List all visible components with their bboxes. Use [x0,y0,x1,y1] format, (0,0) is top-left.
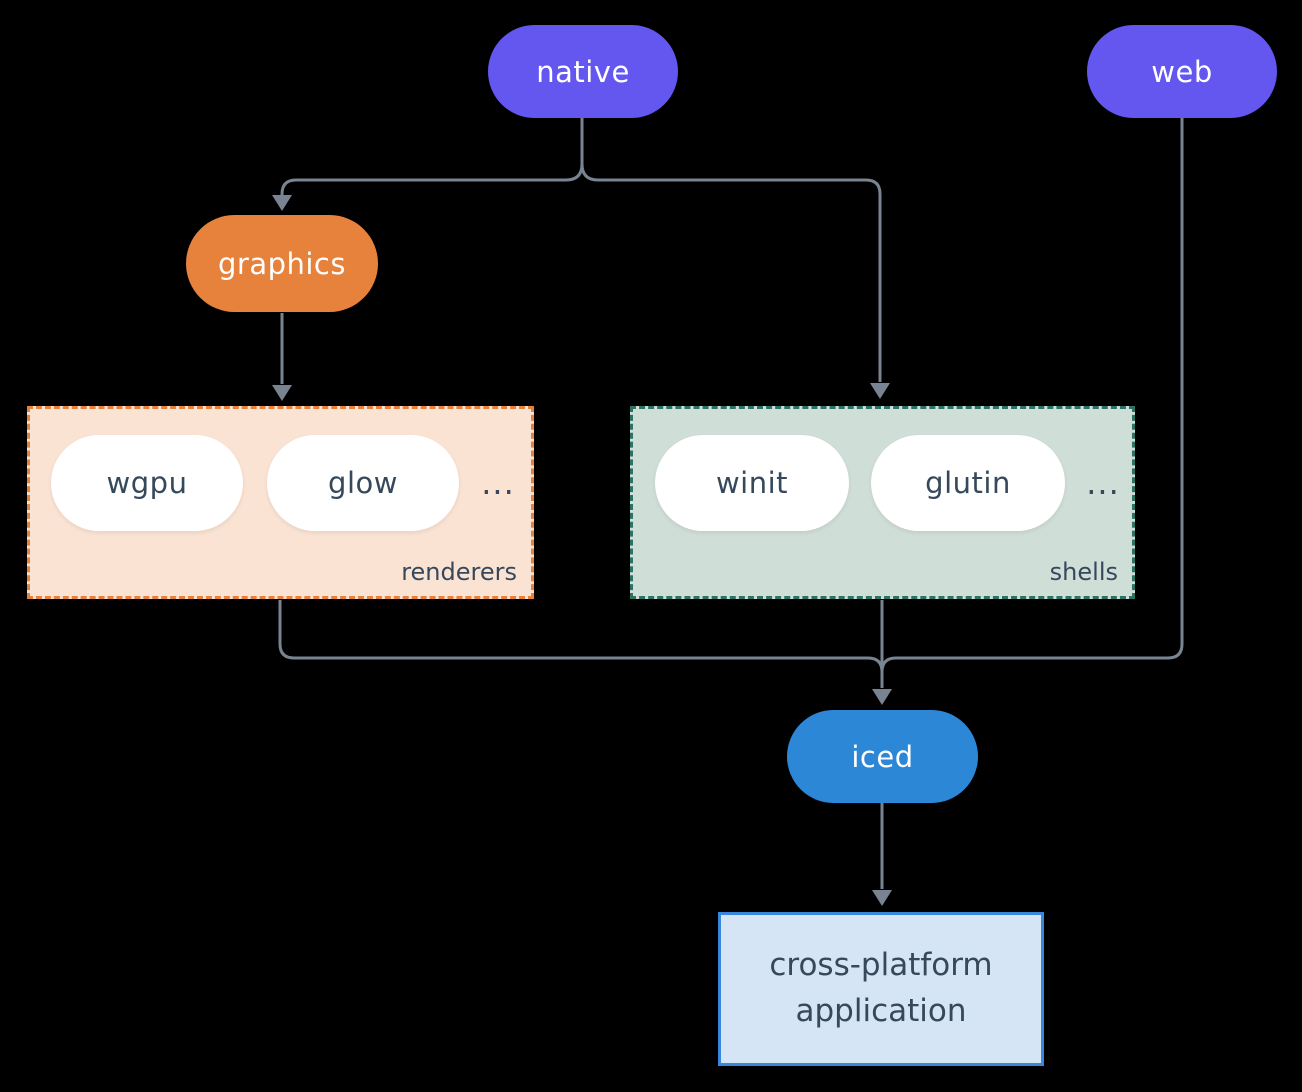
arrowhead-renderers-top [272,385,292,401]
node-wgpu-label: wgpu [106,466,188,500]
node-winit-label: winit [715,466,789,500]
node-glutin: glutin [871,435,1065,531]
node-glow-label: glow [328,466,398,500]
edge-native-graphics [280,118,584,197]
node-web: web [1087,25,1277,118]
node-iced: iced [787,710,978,803]
arrowhead-app [872,890,892,906]
node-native-label: native [536,54,630,89]
app-label-line1: cross-platform [769,947,993,984]
arrowhead-graphics [272,195,292,211]
app-label-line2: application [795,993,967,1029]
shells-group-label: shells [1049,558,1118,586]
renderers-group-label: renderers [401,558,517,586]
node-glow: glow [267,435,459,531]
edge-native-shells [580,118,882,382]
edge-renderers-iced [278,600,884,673]
node-graphics-label: graphics [217,246,346,281]
node-glutin-label: glutin [925,466,1011,500]
shells-ellipsis: ... [1086,464,1120,502]
arrowhead-shells-top [870,383,890,399]
edge-web-iced [880,118,1184,673]
node-native: native [488,25,678,118]
node-winit: winit [655,435,849,531]
node-cross-platform-application: cross-platform application [718,912,1044,1066]
renderers-ellipsis: ... [481,464,515,502]
group-renderers: wgpu glow ... renderers [27,406,534,599]
node-wgpu: wgpu [51,435,243,531]
arrowhead-iced [872,689,892,705]
node-web-label: web [1151,54,1213,89]
group-shells: winit glutin ... shells [630,406,1135,599]
node-iced-label: iced [851,739,914,774]
node-graphics: graphics [186,215,378,312]
